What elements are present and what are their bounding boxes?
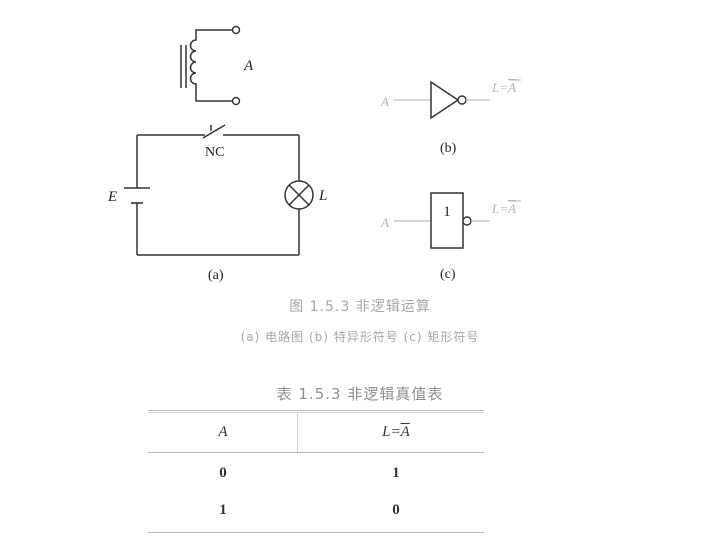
- nc-switch-contact: [202, 124, 226, 139]
- gate-b-triangle: [430, 80, 460, 120]
- table-cell-a-row2: 1: [219, 502, 227, 518]
- not-logic-diagram: A NC E L (a) A L=A (b) A 1 L=A (c): [107, 25, 521, 283]
- figure-subtitle: (a) 电路图 (b) 特异形符号 (c) 矩形符号: [240, 330, 480, 344]
- table-top-rule: [148, 410, 484, 411]
- panel-c-label: (c): [440, 267, 456, 282]
- table-header-l-var: A: [400, 424, 410, 440]
- table-cell-l-row1: 1: [392, 465, 400, 481]
- table-cell-a-row1: 0: [219, 465, 227, 481]
- table-header-divider: [297, 412, 298, 452]
- lamp-symbol: [284, 180, 314, 210]
- truth-table: A L=A 0 1 1 0: [148, 410, 484, 534]
- gate-c-output-var: A: [507, 201, 516, 216]
- gate-c-input-label: A: [380, 215, 389, 230]
- battery-symbol: [124, 187, 150, 204]
- figure-title: 图 1.5.3 非逻辑运算: [289, 299, 431, 315]
- table-header-l: L=A: [382, 424, 410, 440]
- gate-c-output-label: L=A: [491, 201, 516, 216]
- panel-a-label: (a): [208, 268, 224, 283]
- terminal-top: [231, 25, 241, 35]
- table-header-rule: [148, 452, 484, 453]
- table-cell-l-row2: 0: [392, 502, 400, 518]
- panel-b-label: (b): [440, 141, 457, 156]
- gate-c-box-symbol: 1: [443, 204, 451, 220]
- table-header-a: A: [218, 424, 228, 440]
- relay-label: A: [243, 58, 254, 74]
- battery-label: E: [107, 189, 117, 205]
- table-bottom-rule: [148, 532, 484, 533]
- relay-coil: [180, 29, 233, 102]
- circuit-wires: [136, 134, 300, 256]
- gate-b-output-var: A: [507, 80, 516, 95]
- table-title: 表 1.5.3 非逻辑真值表: [276, 385, 444, 403]
- gate-c-inverter-bubble: [462, 216, 472, 226]
- gate-c-box: [430, 192, 464, 249]
- gate-b-input-label: A: [380, 94, 389, 109]
- gate-b-inverter-bubble: [457, 95, 467, 105]
- terminal-bottom: [231, 96, 241, 106]
- gate-b-output-label: L=A: [491, 80, 516, 95]
- lamp-label: L: [318, 188, 327, 204]
- switch-label: NC: [205, 145, 224, 160]
- table-top-rule-inner: [148, 412, 484, 413]
